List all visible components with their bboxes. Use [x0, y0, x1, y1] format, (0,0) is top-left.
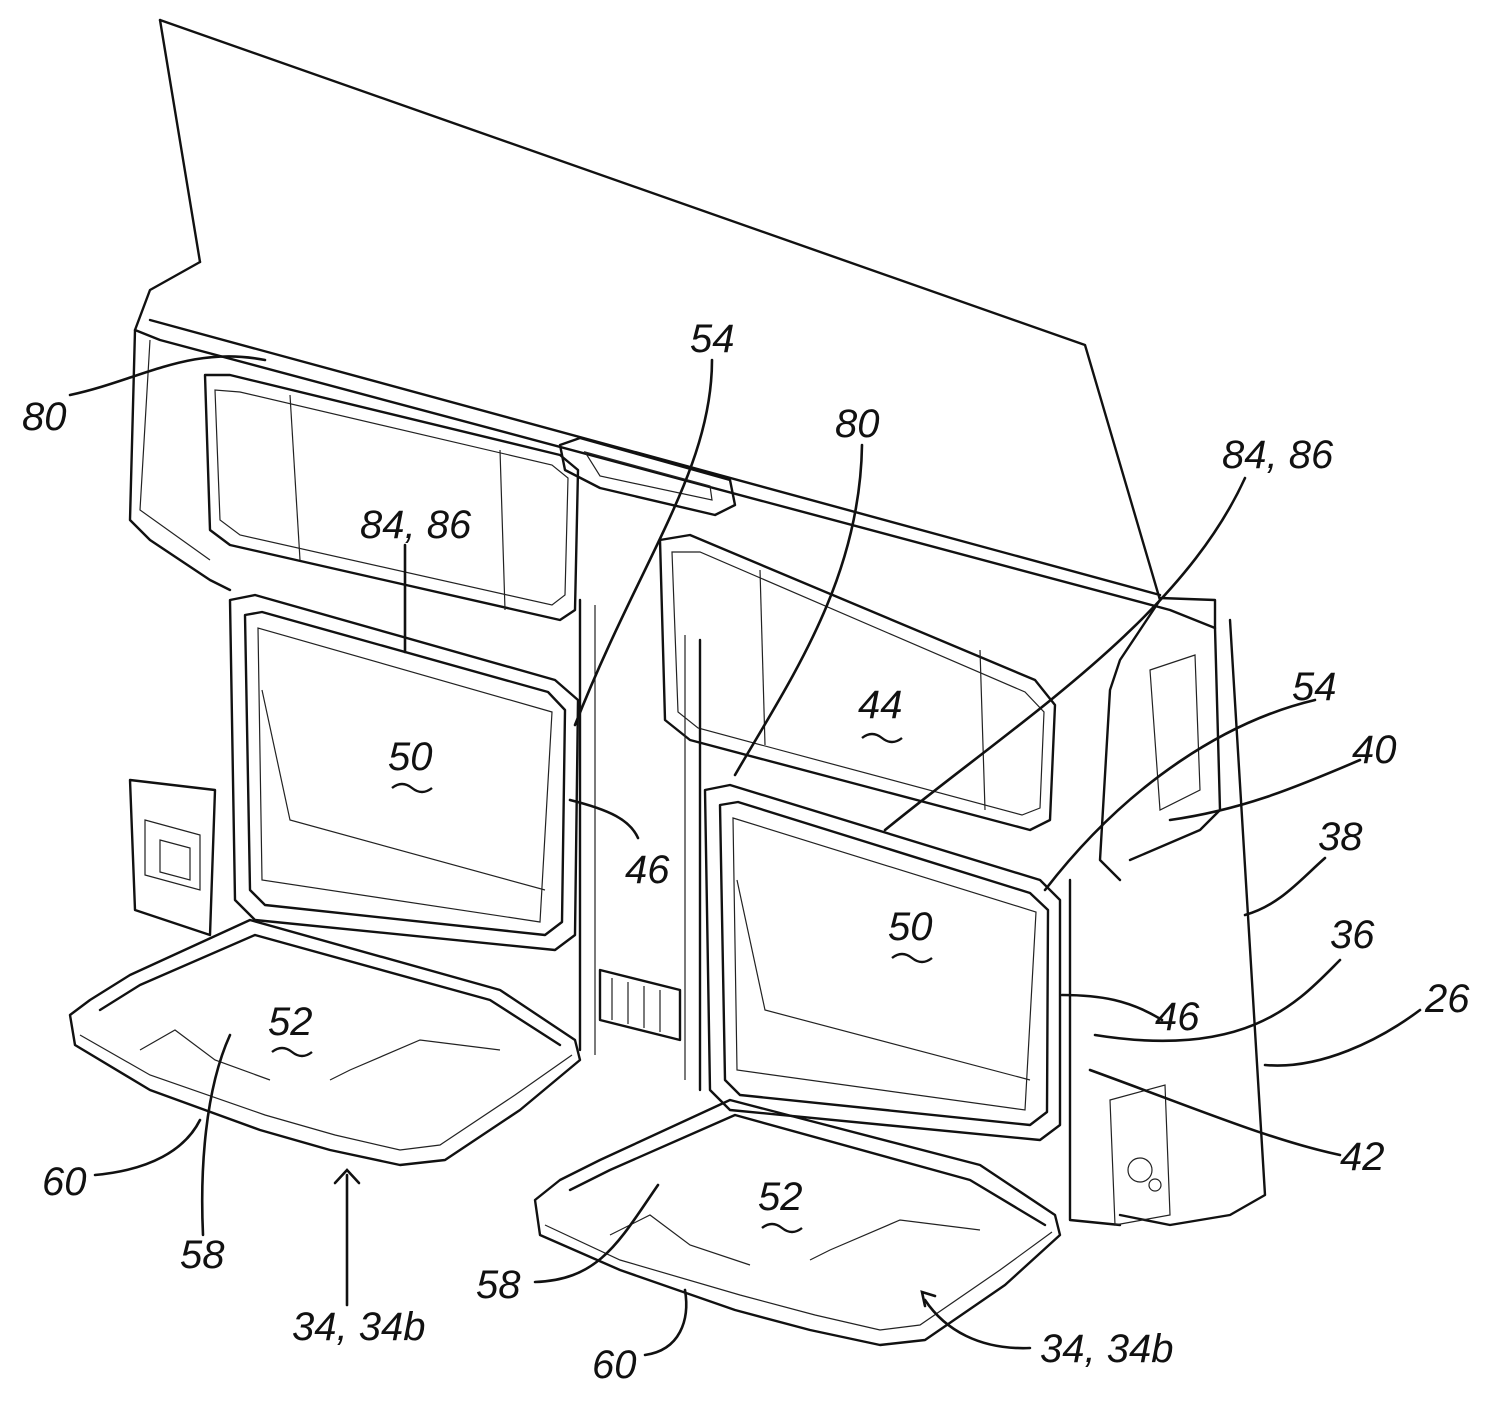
ref-80-left: 80 [22, 395, 67, 439]
underline-52-left [272, 1048, 312, 1056]
underline-52-right [762, 1224, 802, 1232]
right-side-housing [1070, 620, 1265, 1225]
ref-54-right: 54 [1292, 665, 1337, 709]
leader-lines [70, 356, 1420, 1355]
left-seat-cushion [70, 920, 580, 1165]
ref-34-34b-right: 34, 34b [1040, 1327, 1173, 1371]
ref-54-top: 54 [690, 317, 735, 361]
ref-52-left: 52 [268, 1000, 313, 1044]
ref-40: 40 [1352, 728, 1397, 772]
ref-42: 42 [1340, 1135, 1385, 1179]
seatback-upper-shell [130, 262, 1220, 880]
right-lower-back-panel [705, 785, 1060, 1140]
ref-44: 44 [858, 683, 903, 727]
ref-46-left: 46 [625, 848, 670, 892]
ref-38: 38 [1318, 815, 1363, 859]
rear-window-panel [160, 20, 1160, 600]
ref-84-86-left: 84, 86 [360, 503, 472, 547]
ref-26: 26 [1424, 977, 1470, 1021]
ref-80-mid: 80 [835, 402, 880, 446]
center-vent [600, 970, 680, 1040]
ref-50-left: 50 [388, 735, 433, 779]
ref-60-left: 60 [42, 1160, 87, 1204]
ref-84-86-right: 84, 86 [1222, 433, 1334, 477]
upper-left-panel [205, 375, 578, 620]
ref-34-34b-left: 34, 34b [292, 1305, 425, 1349]
ref-60-right: 60 [592, 1343, 637, 1387]
right-seat-cushion [535, 1100, 1060, 1345]
left-side-latch [130, 780, 215, 935]
ref-50-right: 50 [888, 905, 933, 949]
underline-50-left [392, 784, 432, 792]
underline-50-right [892, 954, 932, 962]
underline-44 [862, 734, 902, 742]
ref-52-right: 52 [758, 1175, 803, 1219]
ref-58-right: 58 [476, 1263, 521, 1307]
ref-46-right: 46 [1155, 995, 1200, 1039]
ref-36: 36 [1330, 913, 1375, 957]
reference-numerals: 80 54 80 84, 86 84, 86 44 54 40 50 46 38… [22, 317, 1470, 1387]
ref-58-left: 58 [180, 1233, 225, 1277]
